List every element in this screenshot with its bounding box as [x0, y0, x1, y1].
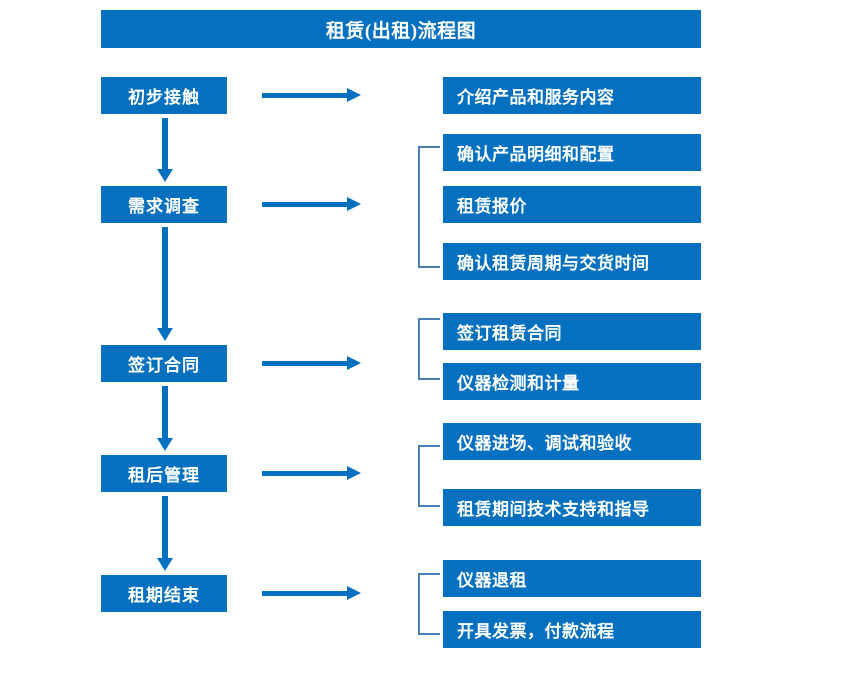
arrow-shaft: [262, 202, 348, 207]
arrow-shaft: [162, 496, 168, 558]
stage-box-2[interactable]: 需求调查: [101, 186, 227, 223]
detail-box-1[interactable]: 介绍产品和服务内容: [443, 77, 701, 114]
detail-box-2[interactable]: 确认产品明细和配置: [443, 134, 701, 171]
stage-box-4[interactable]: 租后管理: [101, 455, 227, 492]
vertical-arrow-3: [157, 386, 173, 451]
arrow-head: [157, 558, 173, 571]
stage-box-1[interactable]: 初步接触: [101, 77, 227, 114]
stage-box-3[interactable]: 签订合同: [101, 345, 227, 382]
bracket-group-2: [418, 146, 440, 268]
vertical-arrow-4: [157, 496, 173, 571]
detail-box-9[interactable]: 仪器退租: [443, 560, 701, 597]
arrow-shaft: [162, 227, 168, 328]
arrow-head: [157, 169, 173, 182]
arrow-head: [157, 328, 173, 341]
horizontal-arrow-2: [262, 197, 361, 211]
bracket-group-5: [418, 573, 440, 635]
detail-box-8[interactable]: 租赁期间技术支持和指导: [443, 489, 701, 526]
detail-box-10[interactable]: 开具发票，付款流程: [443, 611, 701, 648]
detail-box-3[interactable]: 租赁报价: [443, 186, 701, 223]
arrow-head: [347, 586, 361, 600]
detail-box-7[interactable]: 仪器进场、调试和验收: [443, 423, 701, 460]
detail-box-4[interactable]: 确认租赁周期与交货时间: [443, 243, 701, 280]
stage-box-5[interactable]: 租期结束: [101, 575, 227, 612]
detail-box-5[interactable]: 签订租赁合同: [443, 313, 701, 350]
arrow-head: [157, 438, 173, 451]
bracket-group-3: [418, 318, 440, 380]
detail-box-6[interactable]: 仪器检测和计量: [443, 363, 701, 400]
arrow-shaft: [262, 93, 348, 98]
arrow-head: [347, 356, 361, 370]
horizontal-arrow-5: [262, 586, 361, 600]
vertical-arrow-2: [157, 227, 173, 341]
bracket-group-4: [418, 445, 440, 507]
arrow-shaft: [162, 118, 168, 169]
vertical-arrow-1: [157, 118, 173, 182]
horizontal-arrow-4: [262, 466, 361, 480]
arrow-shaft: [162, 386, 168, 438]
arrow-head: [347, 466, 361, 480]
horizontal-arrow-3: [262, 356, 361, 370]
page-title: 租赁(出租)流程图: [101, 10, 701, 48]
arrow-head: [347, 88, 361, 102]
horizontal-arrow-1: [262, 88, 361, 102]
arrow-shaft: [262, 591, 348, 596]
arrow-head: [347, 197, 361, 211]
arrow-shaft: [262, 361, 348, 366]
arrow-shaft: [262, 471, 348, 476]
